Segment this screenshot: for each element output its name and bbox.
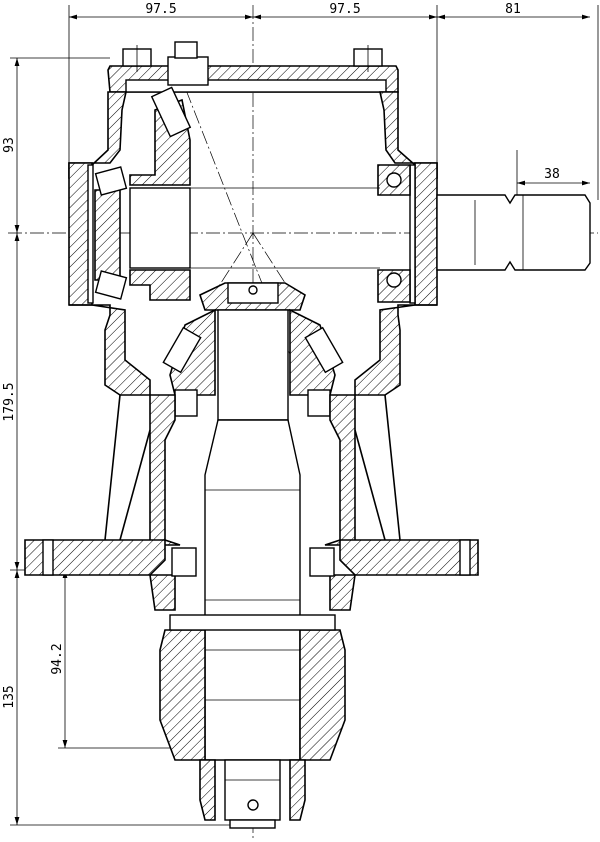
- lower-hub: [159, 614, 346, 821]
- dimension-lines: [14, 14, 590, 825]
- bolt-icon: [122, 45, 152, 72]
- bolt-icon: [353, 45, 383, 72]
- dim-top-left: 97.5: [145, 2, 176, 17]
- pin-hole-icon: [247, 799, 259, 811]
- lower-housing: [24, 394, 479, 611]
- vertical-shaft: [171, 309, 335, 761]
- tapered-roller-bearing-icon: [309, 547, 335, 577]
- dim-axis-to-flange: 179.5: [2, 382, 17, 421]
- upper-housing: [68, 91, 438, 396]
- dim-spline-length: 38: [544, 167, 560, 182]
- ball-bearing-icon: [386, 172, 402, 188]
- dim-flange-to-hub: 94.2: [50, 643, 65, 674]
- dim-top-to-axis: 93: [2, 137, 17, 153]
- tapered-roller-bearing-icon: [171, 547, 197, 577]
- tapered-roller-bearing-icon: [94, 166, 128, 196]
- bolt-hole-icon: [42, 539, 54, 576]
- dim-top-right: 97.5: [329, 2, 360, 17]
- output-shaft: [436, 194, 591, 271]
- pinion-gear: [162, 282, 344, 417]
- tapered-roller-bearing-icon: [162, 326, 202, 374]
- ball-bearing-icon: [386, 272, 402, 288]
- tapered-roller-bearing-icon: [174, 389, 198, 417]
- dim-flange-to-bottom: 135: [2, 685, 17, 708]
- dim-shaft-extension: 81: [505, 2, 521, 17]
- bevel-gear: [94, 86, 380, 301]
- bottom-stub: [224, 759, 281, 829]
- bolt-hole-icon: [459, 539, 471, 576]
- tapered-roller-bearing-icon: [94, 270, 128, 300]
- tapered-roller-bearing-icon: [307, 389, 331, 417]
- tapered-roller-bearing-icon: [304, 326, 344, 374]
